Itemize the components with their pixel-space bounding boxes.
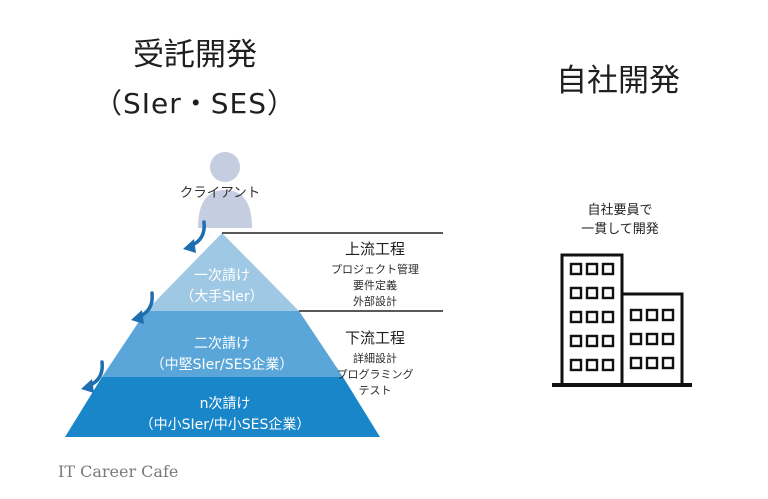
upstream-item: プロジェクト管理: [331, 263, 419, 276]
building-icon: [552, 253, 692, 387]
curved-arrow-icon: [81, 360, 104, 393]
tier-3-label: n次請け （中小SIer/中小SES企業）: [139, 396, 311, 433]
client-label: クライアント: [179, 185, 261, 201]
in-house-caption: 自社要員で 一貫して開発: [581, 203, 659, 237]
upstream-item: 要件定義: [353, 279, 397, 292]
curved-arrow-icon: [183, 220, 206, 253]
contract-dev-subtitle: （SIer・SES）: [93, 87, 296, 120]
pyramid-tier-1: [146, 233, 299, 311]
pyramid-tier-3: [65, 377, 380, 437]
in-house-dev-title: 自社開発: [556, 63, 680, 99]
tier-1-label: 一次請け （大手SIer）: [180, 268, 264, 305]
downstream-item: テスト: [358, 384, 392, 397]
downstream-phase: 下流工程 詳細設計 プログラミング テスト: [315, 327, 435, 399]
upstream-title: 上流工程: [344, 240, 405, 258]
contract-dev-title: 受託開発: [133, 37, 257, 73]
client-person-icon: [198, 152, 252, 228]
brand-footer: IT Career Cafe: [58, 462, 179, 481]
pyramid-tier-2: [102, 311, 343, 377]
downstream-item: 詳細設計: [353, 352, 397, 365]
tier-2-label: 二次請け （中堅SIer/SES企業）: [150, 336, 294, 373]
downstream-title: 下流工程: [344, 329, 405, 347]
curved-arrow-icon: [131, 291, 154, 324]
downstream-item: プログラミング: [336, 368, 414, 381]
upstream-item: 外部設計: [353, 295, 397, 308]
upstream-phase: 上流工程 プロジェクト管理 要件定義 外部設計: [315, 238, 435, 310]
